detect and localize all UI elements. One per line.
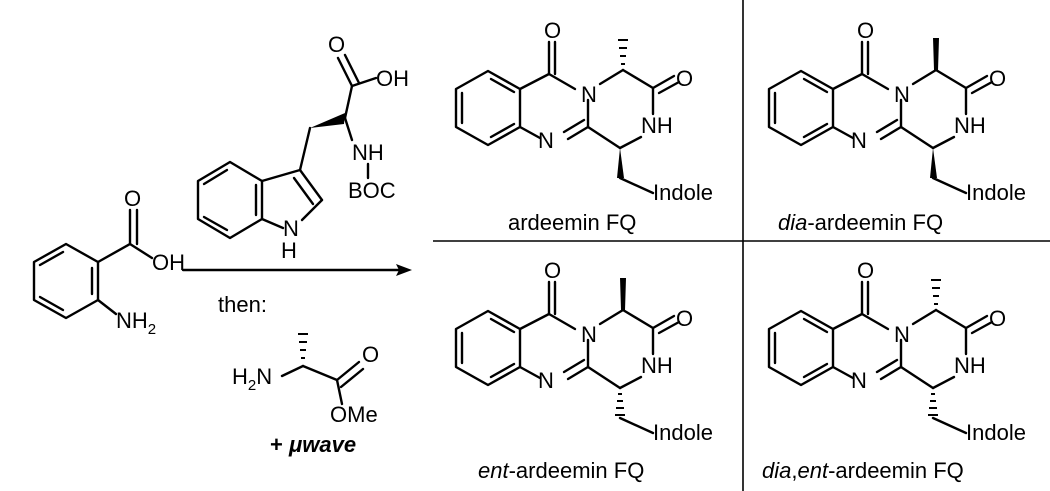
indole-h-label: H (281, 238, 297, 263)
product-1-caption: ardeemin FQ (508, 210, 636, 235)
product-3-amide-o: O (676, 306, 693, 331)
carboxyl-oxygen-label: O (124, 186, 141, 211)
ester-oxygen-label: O (362, 342, 379, 367)
product-4-nh: NH (954, 353, 986, 378)
alanine-hashed-bond (298, 333, 308, 359)
methoxy-label: OMe (330, 402, 378, 427)
boc-label: BOC (348, 178, 396, 203)
reaction-arrow (181, 264, 412, 276)
product-1-n-quin: N (538, 128, 554, 153)
product-4-amide-o: O (989, 306, 1006, 331)
product-1-carbonyl-o: O (544, 18, 561, 43)
microwave-label: + μwave (270, 432, 356, 457)
nh-label: NH (352, 140, 384, 165)
product-ent-ardeemin: O O N N NH Indole (454, 258, 713, 445)
alanine-amine-label: H2N (232, 364, 272, 394)
amine-label: NH2 (116, 308, 156, 338)
product-4-carbonyl-o: O (857, 258, 874, 283)
anthranilic-acid: O OH NH2 (32, 186, 185, 338)
product-4-indole: Indole (966, 420, 1026, 445)
product-3-carbonyl-o: O (544, 258, 561, 283)
product-dia-ardeemin: O O N N NH Indole (767, 18, 1026, 205)
then-label: then: (218, 292, 267, 317)
acid-oxygen-label: O (328, 32, 345, 57)
product-2-indole: Indole (966, 180, 1026, 205)
product-1-n-ring: N (581, 82, 597, 107)
product-2-carbonyl-o: O (857, 18, 874, 43)
product-2-caption: dia-ardeemin FQ (778, 210, 943, 235)
hydroxyl-label: OH (152, 250, 185, 275)
product-3-indole: Indole (653, 420, 713, 445)
product-2-amide-o: O (989, 66, 1006, 91)
product-3-caption: ent-ardeemin FQ (478, 458, 644, 483)
product-2-n-ring: N (894, 82, 910, 107)
boc-tryptophan: N H O OH NH BOC (196, 32, 409, 263)
product-1-indole: Indole (653, 180, 713, 205)
product-4-caption: dia,ent-ardeemin FQ (762, 458, 964, 483)
product-3-n-quin: N (538, 368, 554, 393)
indole-n-label: N (283, 216, 299, 241)
product-4-n-quin: N (851, 368, 867, 393)
acid-hydroxyl-label: OH (376, 66, 409, 91)
product-2-n-quin: N (851, 128, 867, 153)
product-1-nh: NH (641, 113, 673, 138)
alanine-methyl-ester: H2N O OMe (232, 333, 379, 427)
product-2-nh: NH (954, 113, 986, 138)
product-dia-ent-ardeemin: O O N N NH Indole (767, 258, 1026, 445)
product-4-n-ring: N (894, 322, 910, 347)
product-ardeemin: O O N N NH Indole (454, 18, 713, 205)
product-3-n-ring: N (581, 322, 597, 347)
product-3-nh: NH (641, 353, 673, 378)
product-1-amide-o: O (676, 66, 693, 91)
